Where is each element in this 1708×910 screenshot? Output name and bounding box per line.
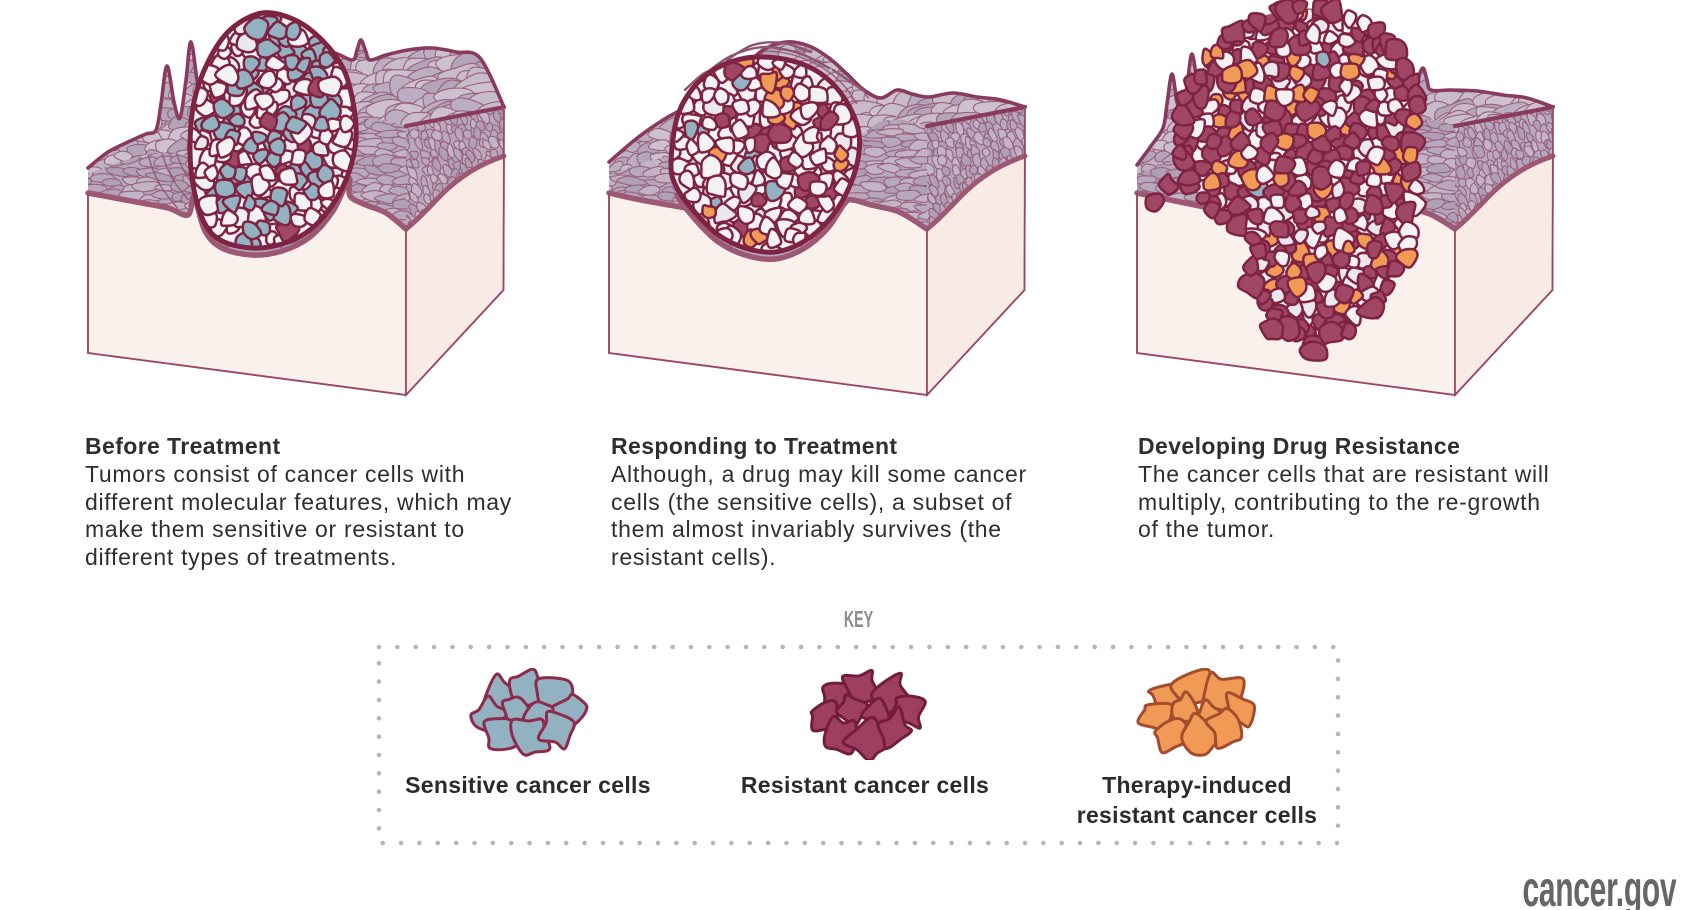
key-label-sensitive: Sensitive cancer cells: [405, 772, 651, 798]
caption-responding-to-treatment: Responding to Treatment Although, a drug…: [611, 433, 1101, 571]
illustration-canvas: [85, 0, 1556, 398]
key-label-resistant: Resistant cancer cells: [740, 772, 990, 798]
tumor-block-responding-to-treatment: [668, 54, 863, 255]
block-before-treatment: [85, 10, 507, 398]
caption-title-developing-drug-resistance: Developing Drug Resistance: [1138, 433, 1461, 459]
key-item-resistant: Resistant cancer cells: [695, 668, 1035, 800]
caption-title-before-treatment: Before Treatment: [85, 433, 281, 459]
cancer-gov-logo: cancer.gov: [1522, 861, 1676, 910]
sensitive-cells-icon: [469, 668, 589, 757]
key-title: KEY: [843, 606, 874, 632]
therapy-induced-cells-icon: [1136, 668, 1257, 757]
tumor-block-before-treatment: [187, 10, 359, 251]
tumor-block-developing-drug-resistance: [1144, 0, 1428, 362]
resistant-cells-icon: [809, 668, 927, 760]
caption-body-responding-to-treatment: Although, a drug may kill some cancer ce…: [611, 461, 1027, 570]
key-item-therapy-induced: Therapy-induced resistant cancer cells: [1027, 668, 1367, 830]
key-label-therapy-induced: Therapy-induced resistant cancer cells: [1076, 772, 1318, 828]
key-item-sensitive: Sensitive cancer cells: [358, 668, 698, 800]
caption-developing-drug-resistance: Developing Drug Resistance The cancer ce…: [1138, 433, 1628, 544]
caption-body-before-treatment: Tumors consist of cancer cells with diff…: [85, 461, 513, 570]
caption-before-treatment: Before Treatment Tumors consist of cance…: [85, 433, 575, 571]
block-responding-to-treatment: [606, 40, 1028, 398]
caption-body-developing-drug-resistance: The cancer cells that are resistant will…: [1138, 461, 1550, 542]
caption-title-responding-to-treatment: Responding to Treatment: [611, 433, 898, 459]
